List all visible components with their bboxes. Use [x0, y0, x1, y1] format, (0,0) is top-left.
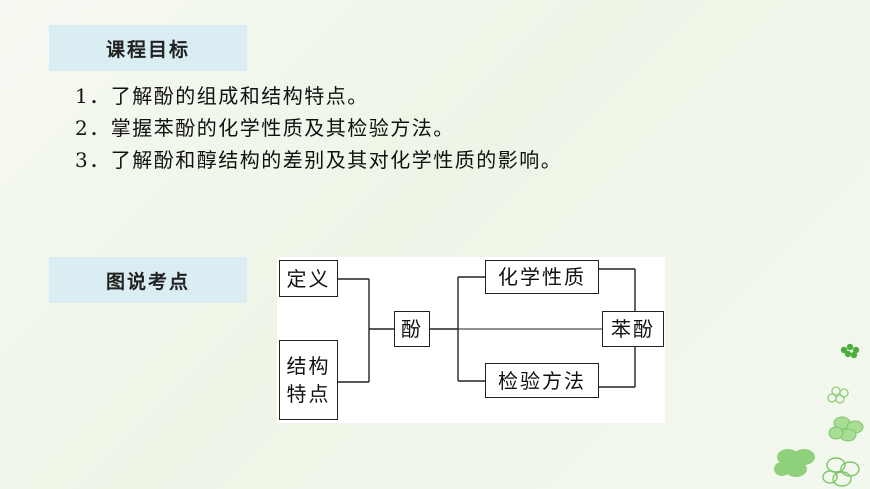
goals-section-tag: 课程目标: [49, 25, 247, 71]
definition-box: 定义: [279, 260, 338, 297]
goal-item-3: 3．了解酚和醇结构的差别及其对化学性质的影响。: [75, 148, 563, 172]
diagram-section-tag: 图说考点: [49, 257, 247, 303]
chemical-properties-box: 化学性质: [485, 260, 599, 294]
goal-item-1: 1．了解酚的组成和结构特点。: [75, 84, 369, 108]
diagram-connector-lines: [338, 268, 636, 388]
test-method-box: 检验方法: [485, 363, 599, 398]
phenol-class-box: 酚: [394, 311, 430, 347]
flower-decoration-icon: [774, 343, 864, 487]
structure-line-2: 特点: [286, 382, 331, 406]
concept-diagram: 定义 结构 特点 酚 化学性质 检验方法 苯酚: [277, 257, 665, 423]
benzene-phenol-box: 苯酚: [602, 311, 664, 347]
goal-item-2: 2．掌握苯酚的化学性质及其检验方法。: [75, 116, 455, 140]
structure-box: 结构 特点: [279, 340, 338, 420]
structure-line-1: 结构: [286, 354, 331, 378]
